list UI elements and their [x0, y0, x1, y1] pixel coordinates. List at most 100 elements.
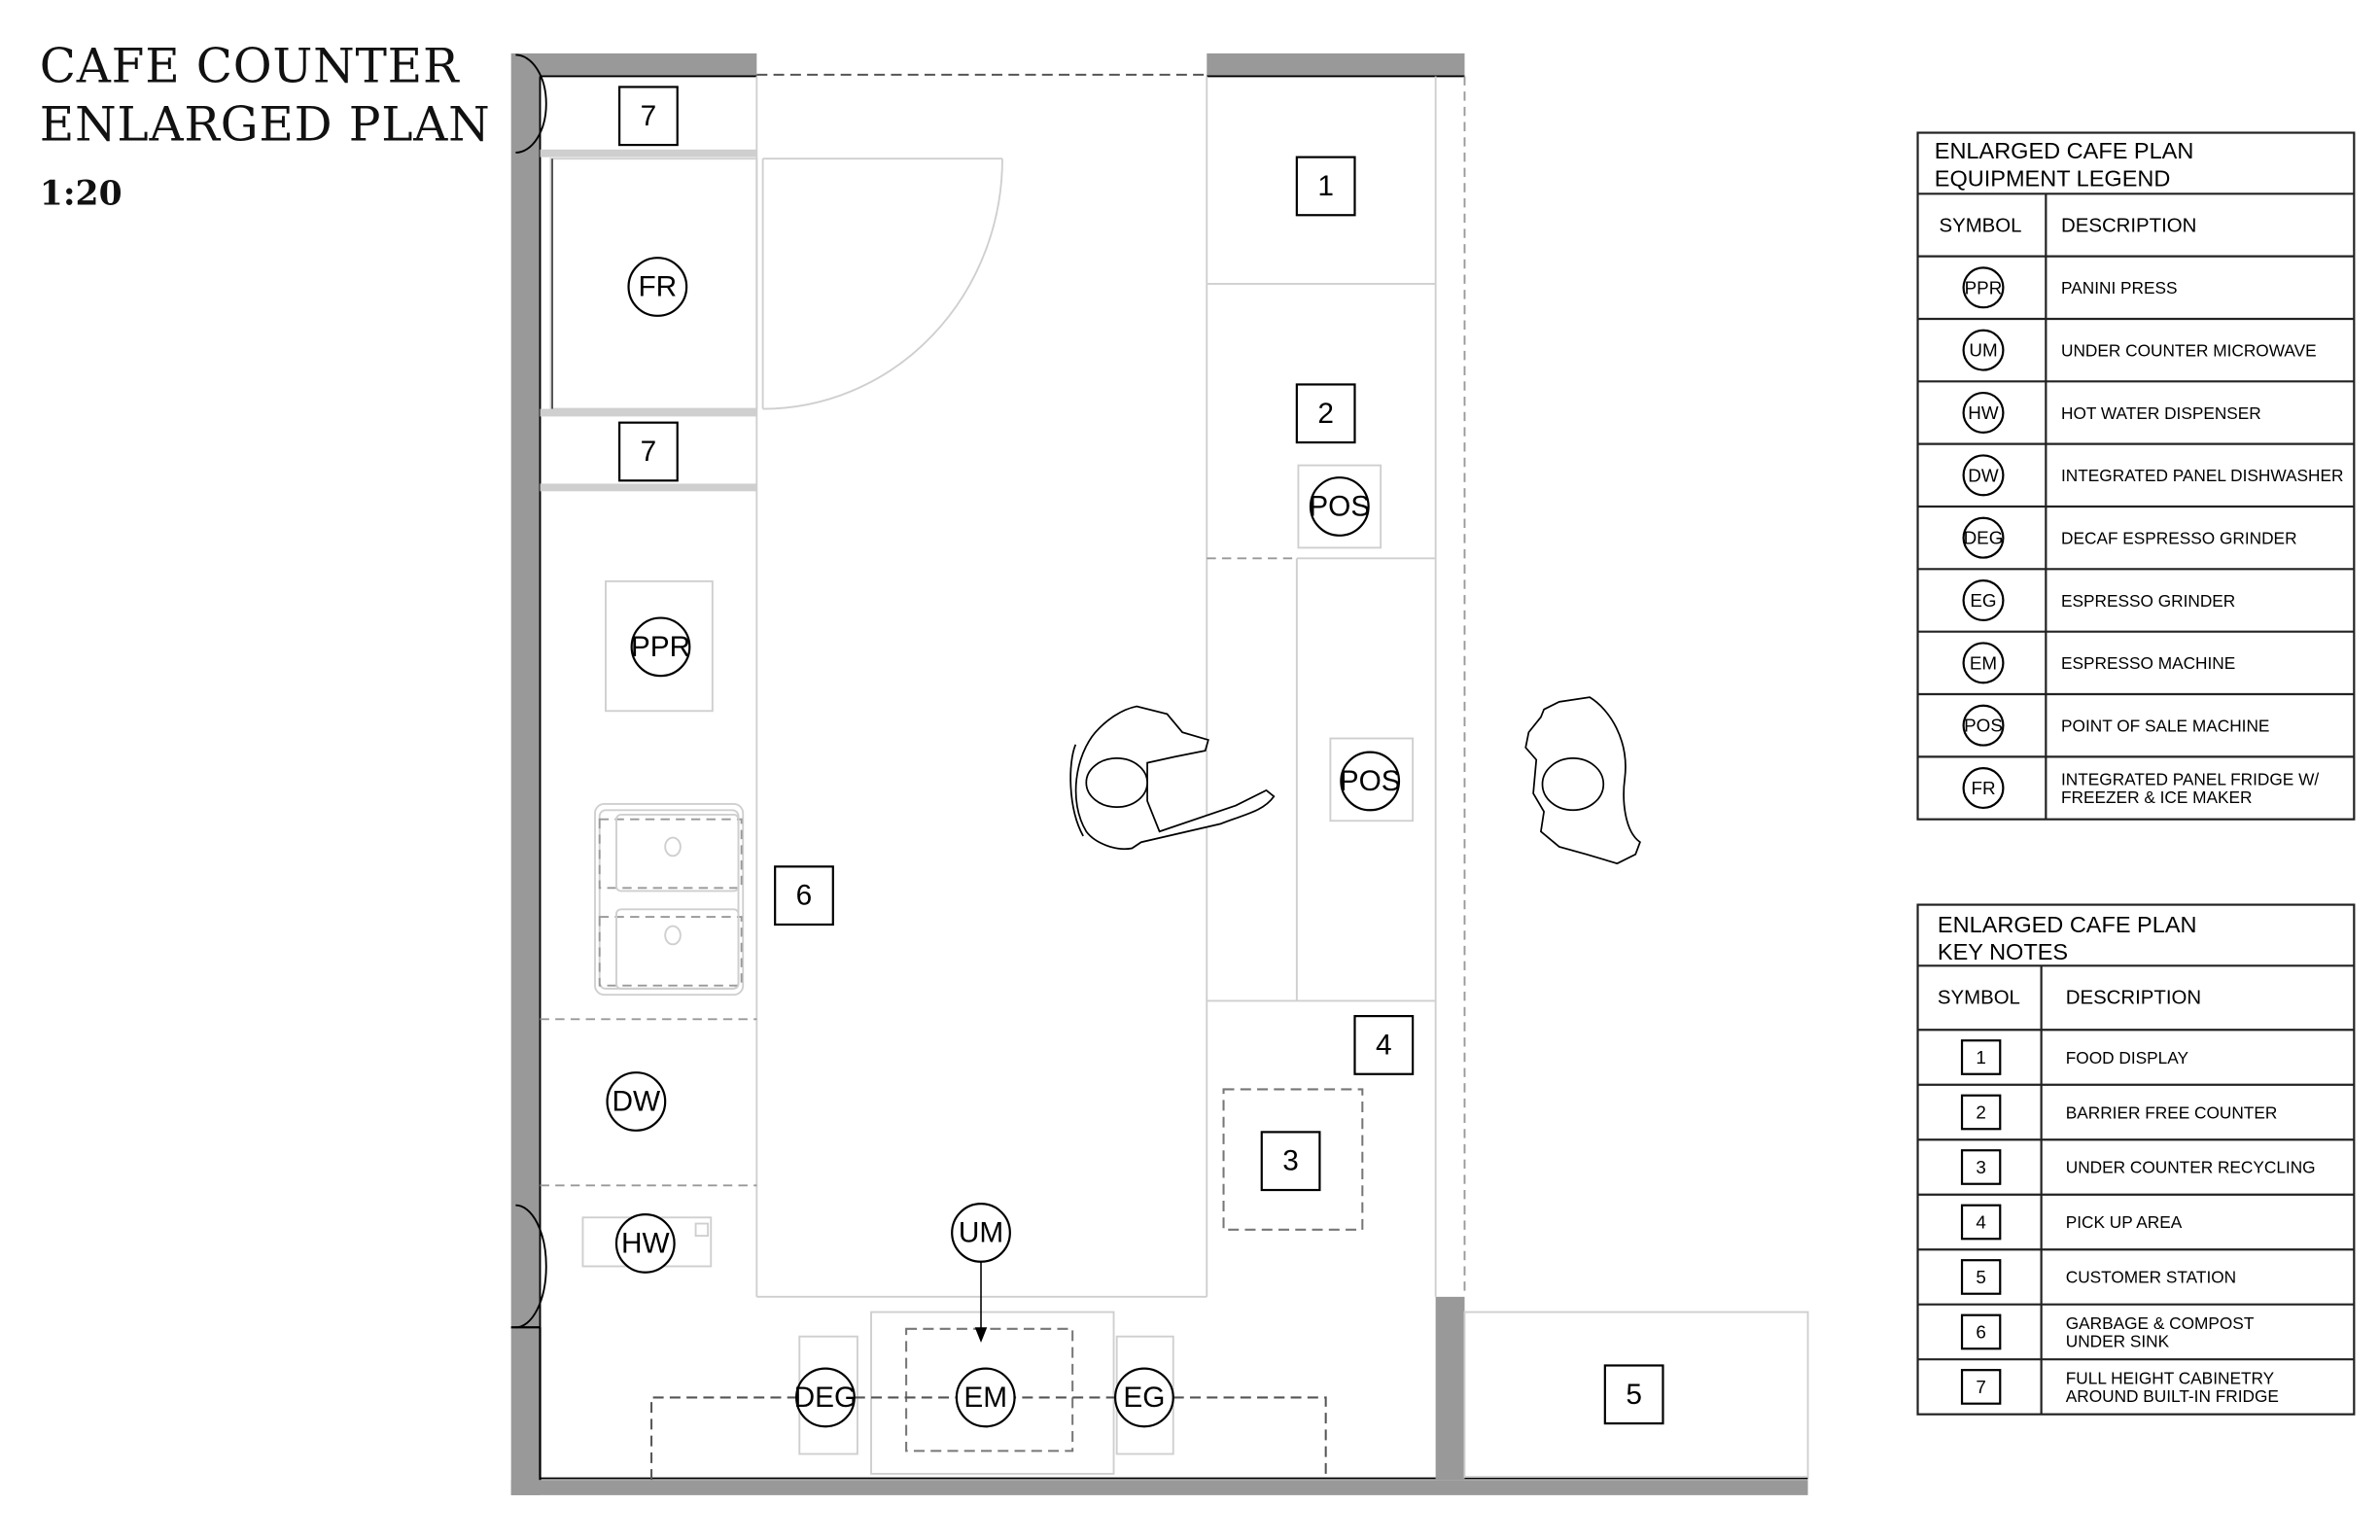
keynote-description: FOOD DISPLAY: [2066, 1048, 2189, 1068]
legend-symbol: EM: [1970, 652, 1997, 673]
svg-text:DEG: DEG: [794, 1382, 858, 1414]
keynote-symbol-box: [1960, 1259, 2002, 1295]
floor-plan: [510, 52, 1809, 1495]
keynote-symbol-box: [1960, 1094, 2002, 1131]
legend-description: INTEGRATED PANEL DISHWASHER: [2061, 466, 2343, 485]
keynote-symbol-box: [1960, 1313, 2002, 1350]
legend-description: ESPRESSO MACHINE: [2061, 653, 2235, 673]
legend-description: HOT WATER DISPENSER: [2061, 403, 2261, 423]
customer-station-counter: [1463, 1311, 1809, 1478]
keynote-symbol-box: [1960, 1039, 2002, 1075]
legend-row: UM UNDER COUNTER MICROWAVE: [1917, 317, 2355, 371]
legend-description: INTEGRATED PANEL FRIDGE W/: [2061, 769, 2319, 788]
svg-text:4: 4: [1376, 1029, 1392, 1061]
keynote-symbol-box: [1960, 1369, 2002, 1405]
equipment-tag-em: EM: [955, 1367, 1016, 1428]
legend-symbol: UM: [1969, 340, 1997, 361]
title-line-2: ENLARGED PLAN: [40, 97, 491, 152]
legend-row: FR INTEGRATED PANEL FRIDGE W/FREEZER & IC…: [1917, 755, 2355, 810]
wall-top-right: [1207, 52, 1465, 77]
legend-symbol: PPR: [1965, 277, 2003, 298]
keynote-symbol: 6: [1976, 1321, 1985, 1342]
svg-text:1: 1: [1317, 170, 1334, 202]
wall-top-left: [540, 52, 757, 77]
equipment-tag-deg: DEG: [794, 1367, 858, 1428]
legend-symbol: FR: [1971, 778, 1995, 798]
equipment-tag-hw: HW: [614, 1213, 676, 1274]
keynote-tag-5: 5: [1603, 1364, 1664, 1425]
legend-title-line-1: ENLARGED CAFE PLAN: [1935, 138, 2194, 163]
svg-text:UM: UM: [959, 1216, 1003, 1248]
keynotes-col-description: DESCRIPTION: [2066, 988, 2201, 1009]
keynote-description: FULL HEIGHT CABINETRY: [2066, 1368, 2275, 1387]
title-line-1: CAFE COUNTER: [40, 40, 460, 94]
scale-label: 1:20: [40, 174, 122, 213]
svg-text:3: 3: [1282, 1145, 1299, 1177]
svg-text:HW: HW: [621, 1227, 671, 1259]
keynote-description: BARRIER FREE COUNTER: [2066, 1102, 2278, 1122]
legend-symbol: POS: [1964, 716, 2003, 736]
legend-symbol-circle: [1962, 579, 2005, 621]
legend-symbol-circle: [1962, 704, 2005, 747]
legend-symbol: DW: [1968, 465, 1999, 485]
legend-symbol: DEG: [1964, 528, 2004, 548]
keynote-symbol: 1: [1976, 1047, 1985, 1068]
legend-symbol: HW: [1968, 402, 1999, 423]
equipment-tag-eg: EG: [1114, 1367, 1174, 1428]
legend-symbol-circle: [1962, 329, 2005, 371]
svg-text:2: 2: [1317, 398, 1334, 430]
wall-right-stub: [1435, 1296, 1465, 1481]
keynotes-title-line-1: ENLARGED CAFE PLAN: [1938, 912, 2197, 937]
legend-row: EM ESPRESSO MACHINE: [1917, 630, 2355, 684]
keynote-tag-7: 7: [618, 86, 679, 147]
wall-left: [510, 52, 541, 1495]
svg-text:POS: POS: [1340, 765, 1401, 797]
legend-title-line-2: EQUIPMENT LEGEND: [1935, 165, 2171, 191]
svg-text:DW: DW: [612, 1085, 662, 1117]
panini-press-outline: [605, 579, 714, 713]
legend-row: DW INTEGRATED PANEL DISHWASHER: [1917, 442, 2355, 497]
legend-description: FREEZER & ICE MAKER: [2061, 788, 2252, 807]
fridge-outline: [549, 158, 758, 410]
customer-figure: [1524, 696, 1641, 865]
svg-text:6: 6: [796, 880, 813, 912]
legend-description: UNDER COUNTER MICROWAVE: [2061, 340, 2317, 360]
equipment-tag-um: UM: [951, 1203, 1011, 1263]
equipment-tag-ppr: PPR: [630, 616, 691, 678]
legend-symbol-circle: [1962, 516, 2005, 559]
svg-text:5: 5: [1626, 1379, 1642, 1411]
keynotes-col-symbol: SYMBOL: [1938, 988, 2020, 1009]
keynote-description: AROUND BUILT-IN FRIDGE: [2066, 1386, 2279, 1406]
keynote-symbol-box: [1960, 1204, 2002, 1241]
recycling-outline: [1222, 1088, 1364, 1231]
equipment-tag-fr: FR: [627, 257, 688, 317]
legend-symbol-circle: [1962, 266, 2005, 309]
barista-figure: [1069, 705, 1276, 851]
keynote-symbol: 7: [1976, 1377, 1985, 1397]
equipment-tag-pos: POS: [1297, 464, 1382, 549]
keynote-description: CUSTOMER STATION: [2066, 1268, 2236, 1287]
sink: [594, 803, 745, 997]
svg-text:7: 7: [641, 436, 657, 468]
equipment-tags: FR PPR POS POS DW HW UM DEG EM EG: [606, 257, 1415, 1428]
svg-text:EM: EM: [963, 1382, 1007, 1414]
legend-symbol-circle: [1962, 454, 2005, 497]
svg-text:PPR: PPR: [631, 631, 690, 663]
legend-symbol-circle: [1962, 767, 2005, 810]
legend-symbol: EG: [1970, 590, 1996, 611]
equipment-tag-pos: POS: [1329, 737, 1415, 822]
key-notes-table: ENLARGED CAFE PLAN KEY NOTES SYMBOL DESC…: [1916, 903, 2356, 1416]
wall-bottom: [510, 1480, 1808, 1495]
legend-symbol-circle: [1962, 391, 2005, 434]
door-swing-arc: [515, 53, 547, 154]
keynote-tag-6: 6: [774, 865, 834, 927]
